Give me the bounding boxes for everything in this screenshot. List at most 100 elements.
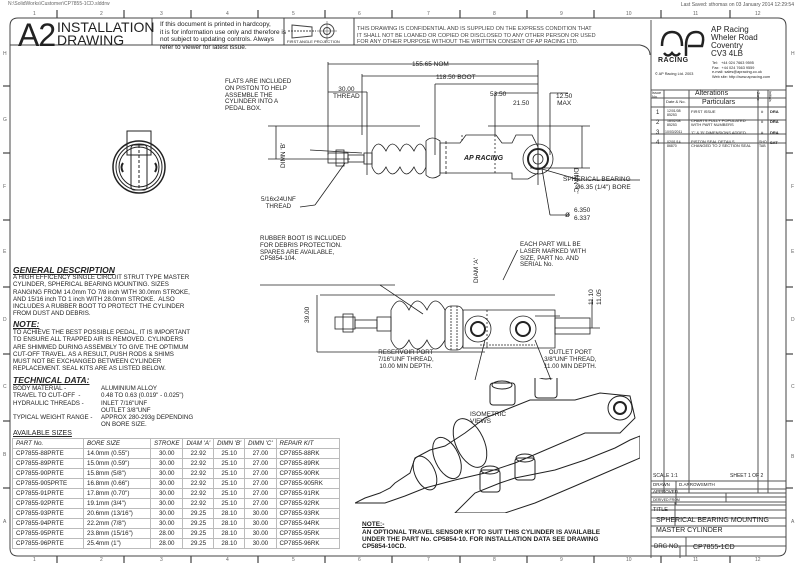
general-description-heading: GENERAL DESCRIPTION [13, 265, 115, 275]
cell-dimn-b: 25.10 [213, 468, 246, 479]
cell-bore-size: 17.8mm (0.70") [83, 488, 151, 499]
reservoir-port-callout: RESERVOIR PORT 7/16"UNF THREAD, 10.00 MI… [378, 349, 434, 370]
sheet-number: SHEET 1 OF 2 [730, 473, 764, 479]
cell-stroke: 30.00 [149, 508, 184, 519]
company-address2: Coventry [711, 41, 744, 50]
cell-dimn-c: 27.00 [244, 488, 277, 499]
cell-part-no: CP7855-93PRTE [12, 508, 84, 519]
projection-label: FIRST ANGLE PROJECTION [287, 39, 340, 44]
cell-dimn-b: 28.10 [213, 508, 246, 519]
unf-thread-callout: 5/16x24UNF THREAD [261, 196, 296, 210]
zone-11: 11 [693, 11, 699, 17]
drawing-title-line2: MASTER CYLINDER [656, 527, 723, 534]
cell-bore-size: 23.8mm (15/16") [83, 528, 151, 539]
drawing-type-line2: DRAWING [57, 32, 125, 48]
tol-upper: 11.10 [588, 289, 595, 305]
cell-part-no: CP7855-96PRTE [12, 538, 84, 549]
alt-initials: DRA [770, 109, 779, 114]
cell-dimn-b: 25.10 [213, 498, 246, 509]
company-tel: Tel: +44 024 7663 9595 [712, 61, 754, 65]
cell-repair-kit: CP7855-96RK [275, 538, 340, 549]
isometric-views-label: ISOMETRIC VIEWS [470, 411, 507, 425]
spherical-bearing-callout: SPHERICAL BEARING Ø6.35 (1/4") BORE [563, 176, 631, 191]
company-website[interactable]: Web site: http://www.apracing.com [712, 74, 771, 79]
cell-part-no: CP7855-91PRTE [12, 488, 84, 499]
zone-b6: 6 [358, 557, 361, 563]
alt-initials: SAT [770, 140, 778, 145]
alt-issue: 4 [656, 140, 660, 146]
company-address1: Wheler Road [711, 33, 758, 42]
alt-particulars: FIRST ISSUE [691, 109, 716, 114]
zone-f: F [3, 184, 7, 190]
cell-dimn-c: 30.00 [244, 508, 277, 519]
alt-col-initials: Initials [768, 91, 772, 102]
hardcopy-notice: If this document is printed in hardcopy,… [160, 21, 287, 51]
sheet-size: A2 [18, 17, 56, 53]
cell-bore-size: 22.2mm (7/8") [83, 518, 151, 529]
zone-d-r: D [791, 317, 795, 323]
alt-col-zone: Zone [756, 92, 760, 101]
cell-part-no: CP7855-92PRTE [12, 498, 84, 509]
company-logo-text: RACING [658, 57, 689, 64]
zone-b3: 3 [160, 557, 163, 563]
cell-diam-a: 29.25 [182, 538, 215, 549]
col-part-no: PART No. [12, 438, 84, 449]
zone-c: C [3, 384, 7, 390]
cell-stroke: 30.00 [149, 478, 184, 489]
zone-b: B [3, 452, 7, 458]
cell-bore-size: 19.1mm (3/4") [83, 498, 151, 509]
company-email[interactable]: e-mail: sales@apracing.co.uk [712, 70, 762, 74]
cell-stroke: 30.00 [149, 498, 184, 509]
cell-part-no: CP7855-95PRTE [12, 528, 84, 539]
laser-mark-callout: EACH PART WILL BE LASER MARKED WITH SIZE… [520, 241, 587, 269]
alt-zone: # [761, 109, 764, 114]
drawn-by: D.ARROWSMITH [679, 482, 715, 487]
technical-data-values: ALUMINIUM ALLOY 0.48 TO 0.63 (0.019" - 0… [101, 385, 194, 429]
bottom-note-heading: NOTE:- [362, 521, 385, 528]
alt-initials: DRA [770, 119, 779, 124]
overall-length-dim: 155.65 NOM [412, 61, 449, 68]
cell-bore-size: 16.8mm (0.66") [83, 478, 151, 489]
available-sizes-table: PART No. BORE SIZE STROKE DIAM 'A' DIMN … [12, 438, 340, 549]
cell-dimn-b: 25.10 [213, 488, 246, 499]
alt-initials: DRA [770, 130, 779, 135]
cell-repair-kit: CP7855-95RK [275, 528, 340, 539]
cell-diam-a: 29.25 [182, 528, 215, 539]
zone-c-r: C [791, 384, 795, 390]
alt-issue: 1 [656, 110, 660, 116]
zone-h: H [3, 51, 7, 57]
alt-zone: # [761, 130, 764, 135]
zone-b9: 9 [560, 557, 563, 563]
cell-repair-kit: CP7855-90RK [275, 468, 340, 479]
copyright: © AP Racing Ltd. 2003 [655, 72, 694, 76]
diam-a-label: DIAM 'A' [473, 258, 480, 283]
drawing-title-line1: SPHERICAL BEARING MOUNTING [656, 517, 769, 524]
zone-6: 6 [358, 11, 361, 17]
diameter-symbol-icon: ø [565, 210, 570, 219]
general-description-text: A HIGH EFFICENCY SINGLE CIRCUIT STRUT TY… [13, 274, 190, 318]
cell-dimn-c: 30.00 [244, 518, 277, 529]
zone-a-r: A [791, 519, 795, 525]
cell-repair-kit: CP7855-91RK [275, 488, 340, 499]
cell-diam-a: 29.25 [182, 508, 215, 519]
zone-10: 10 [626, 11, 632, 17]
cell-stroke: 30.00 [149, 458, 184, 469]
zone-2: 2 [100, 11, 103, 17]
zone-a: A [3, 519, 7, 525]
zone-e: E [3, 249, 7, 255]
bore-tol-lower: 6.337 [574, 215, 591, 222]
zone-g: G [3, 117, 7, 123]
alt-issue: 2 [656, 120, 660, 126]
title-block-lower-lines [651, 480, 786, 556]
note-text: TO ACHIEVE THE BEST POSSIBLE PEDAL, IT I… [13, 329, 191, 373]
alt-date: 02/01/14 86870 [667, 140, 681, 148]
cell-stroke: 30.00 [149, 518, 184, 529]
col-bore-size: BORE SIZE [83, 438, 151, 449]
rubber-boot-callout: RUBBER BOOT IS INCLUDED FOR DEBRIS PROTE… [260, 235, 346, 263]
cell-repair-kit: CP7855-94RK [275, 518, 340, 529]
drg-no-value: CP7855-1CD [693, 544, 735, 551]
cell-bore-size: 14.0mm (0.55") [83, 448, 151, 459]
